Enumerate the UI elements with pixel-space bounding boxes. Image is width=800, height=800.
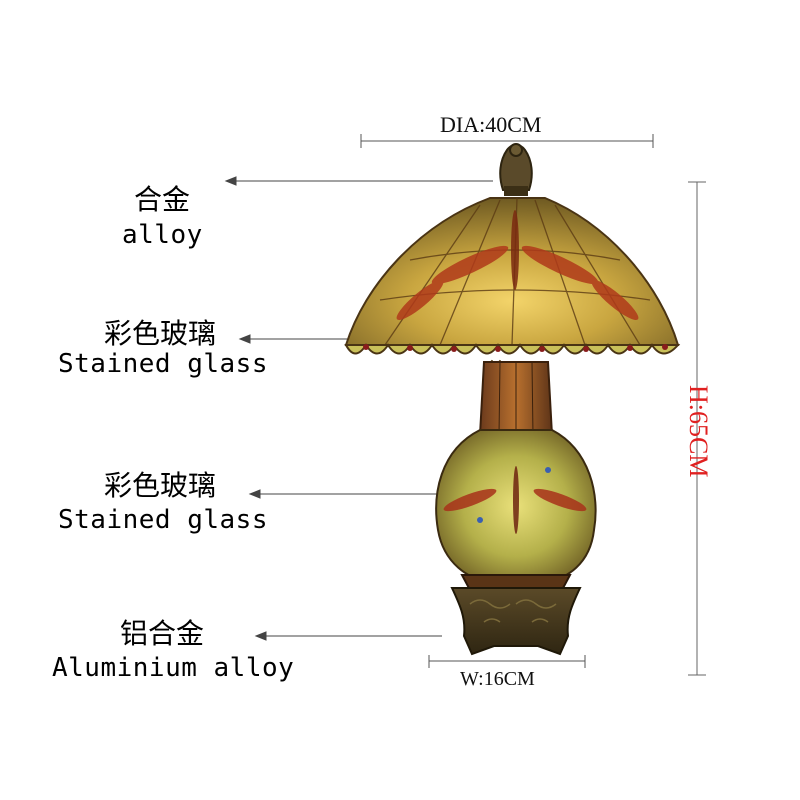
label-stained-glass-shade-en: Stained glass — [58, 349, 268, 379]
finial — [499, 143, 533, 196]
label-stained-glass-shade-cn: 彩色玻璃 — [104, 317, 217, 350]
lamp-base-body — [435, 429, 597, 591]
label-stained-glass-base-en: Stained glass — [58, 505, 268, 535]
label-alloy-en: alloy — [122, 220, 203, 250]
dragonfly-motif — [396, 210, 639, 321]
height-dimension-line — [688, 181, 706, 676]
width-dimension-line — [428, 655, 586, 668]
diameter-label: DIA:40CM — [440, 112, 542, 137]
lamp-foot — [450, 587, 582, 656]
width-label: W:16CM — [460, 668, 535, 690]
label-stained-glass-base-cn: 彩色玻璃 — [104, 469, 217, 502]
label-aluminium-alloy-cn: 铝合金 — [120, 617, 205, 650]
lamp-neck — [478, 361, 554, 436]
label-alloy-cn: 合金 — [134, 183, 191, 216]
diameter-dimension-line — [360, 134, 654, 148]
label-aluminium-alloy-en: Aluminium alloy — [52, 653, 295, 683]
lamp-shade — [344, 197, 681, 355]
shade-rim — [344, 343, 681, 355]
height-label: H:65CM — [684, 385, 713, 478]
